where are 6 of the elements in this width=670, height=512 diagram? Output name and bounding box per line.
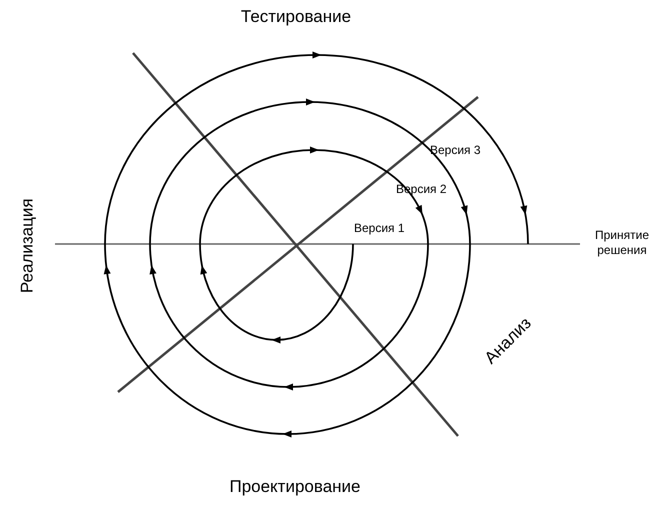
version-label: Версия 3 bbox=[430, 142, 482, 159]
phase-label: Реализация bbox=[16, 197, 38, 296]
version-label: Версия 1 bbox=[354, 220, 406, 237]
decision-label: Принятие решения bbox=[594, 228, 650, 258]
phase-label: Тестирование bbox=[240, 6, 352, 28]
phase-label: Проектирование bbox=[228, 476, 362, 498]
